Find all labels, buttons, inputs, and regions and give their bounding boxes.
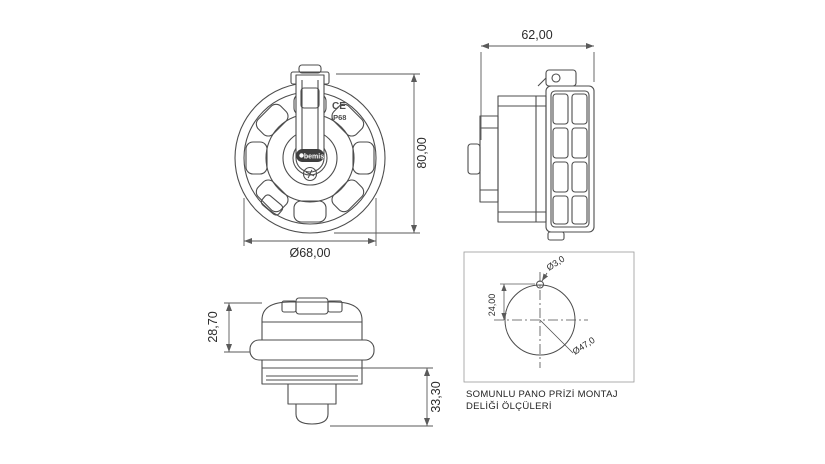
side-flange	[545, 85, 595, 241]
brand-label: bemis	[304, 154, 324, 161]
dim-right-label: 33,30	[429, 381, 443, 412]
dim-width-label: 62,00	[521, 28, 552, 42]
mounting-view-frame	[463, 251, 635, 383]
dim-left-label: 28,70	[206, 311, 220, 342]
pilot-hole-leader	[541, 272, 549, 282]
front-view-dimensions	[243, 73, 420, 246]
side-body	[467, 95, 547, 223]
mounting-view: Ø3,0 24,00 Ø47,0 SOMUNLU PANO PRİZİ MONT…	[463, 251, 635, 412]
ce-mark-label: CE	[332, 101, 346, 112]
mounting-pilot-hole	[536, 280, 544, 289]
lid-strap	[295, 74, 325, 173]
mounting-caption-line2: DELİĞİ ÖLÇÜLERİ	[466, 401, 552, 412]
side-hinge	[537, 69, 577, 87]
top-flange	[249, 339, 375, 361]
side-view-dimensions	[480, 42, 595, 140]
mounting-offset-dimension	[500, 283, 535, 320]
side-view	[467, 69, 595, 241]
keyway-slot	[260, 194, 284, 216]
front-view: bemis CE IP68	[234, 64, 386, 234]
dim-main-hole-label: Ø47,0	[571, 335, 597, 357]
top-view	[249, 297, 375, 425]
brand-badge: bemis	[296, 149, 324, 162]
dim-diameter-label: Ø68,00	[289, 246, 330, 260]
center-screw	[302, 166, 318, 182]
dim-height-label: 80,00	[415, 137, 429, 168]
ip-rating-label: IP68	[331, 113, 346, 122]
top-gland	[287, 383, 337, 425]
dim-offset-label: 24,00	[487, 294, 497, 317]
top-body	[261, 359, 363, 385]
top-lid	[261, 297, 363, 340]
mounting-main-hole	[504, 284, 576, 356]
dim-pilot-hole-label: Ø3,0	[545, 254, 567, 273]
main-hole-leader	[539, 319, 574, 354]
mounting-caption-line1: SOMUNLU PANO PRİZİ MONTAJ	[466, 389, 618, 400]
top-view-dimensions	[224, 302, 433, 427]
